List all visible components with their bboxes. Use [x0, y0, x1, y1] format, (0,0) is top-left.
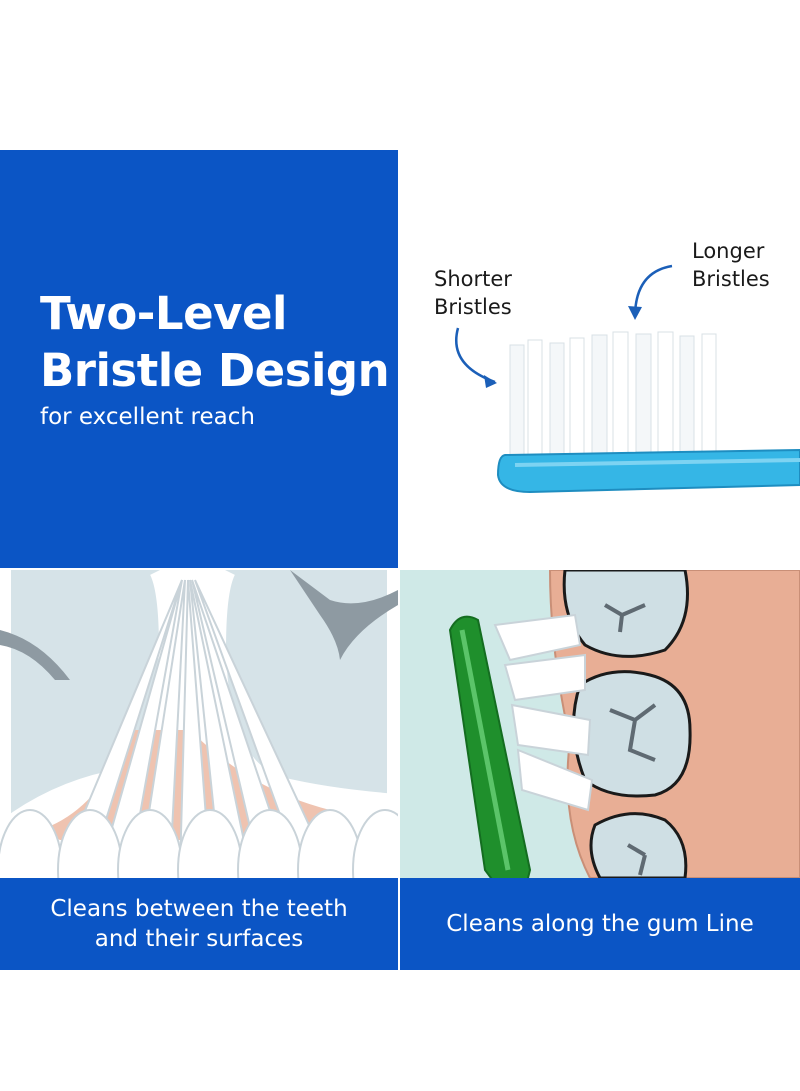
brush-head-shape — [496, 448, 800, 494]
hero-panel: Two-Level Bristle Design for excellent r… — [0, 150, 398, 568]
gum-brush-bristles — [493, 613, 594, 812]
hero-subtitle: for excellent reach — [40, 404, 255, 430]
bristle-fan — [58, 579, 332, 871]
callout-longer-bristles: Longer Bristles — [692, 237, 770, 293]
gum-line-illustration — [400, 570, 800, 970]
toothbrush-head-illustration: Shorter Bristles Longer Bristles — [400, 150, 800, 568]
hero-title-line2: Bristle Design — [40, 344, 390, 397]
caption-between-teeth: Cleans between the teeth and their surfa… — [0, 878, 398, 970]
bristle-tufts — [509, 331, 717, 456]
caption-right-text: Cleans along the gum Line — [446, 911, 754, 937]
toothbrush-head-graphic — [455, 264, 800, 494]
caption-left-line2: and their surfaces — [94, 926, 304, 952]
hero-title-line1: Two-Level — [40, 287, 287, 340]
callout-shorter-bristles: Shorter Bristles — [434, 265, 512, 321]
callout-shorter-line2: Bristles — [434, 295, 512, 319]
callout-shorter-line1: Shorter — [434, 267, 512, 291]
callout-longer-line2: Bristles — [692, 267, 770, 291]
caption-left-line1: Cleans between the teeth — [50, 896, 348, 922]
shorter-bristles-arrow-icon — [455, 327, 496, 384]
caption-gum-line: Cleans along the gum Line — [400, 878, 800, 970]
callout-longer-line1: Longer — [692, 239, 765, 263]
gum-line-graphic — [448, 570, 800, 891]
